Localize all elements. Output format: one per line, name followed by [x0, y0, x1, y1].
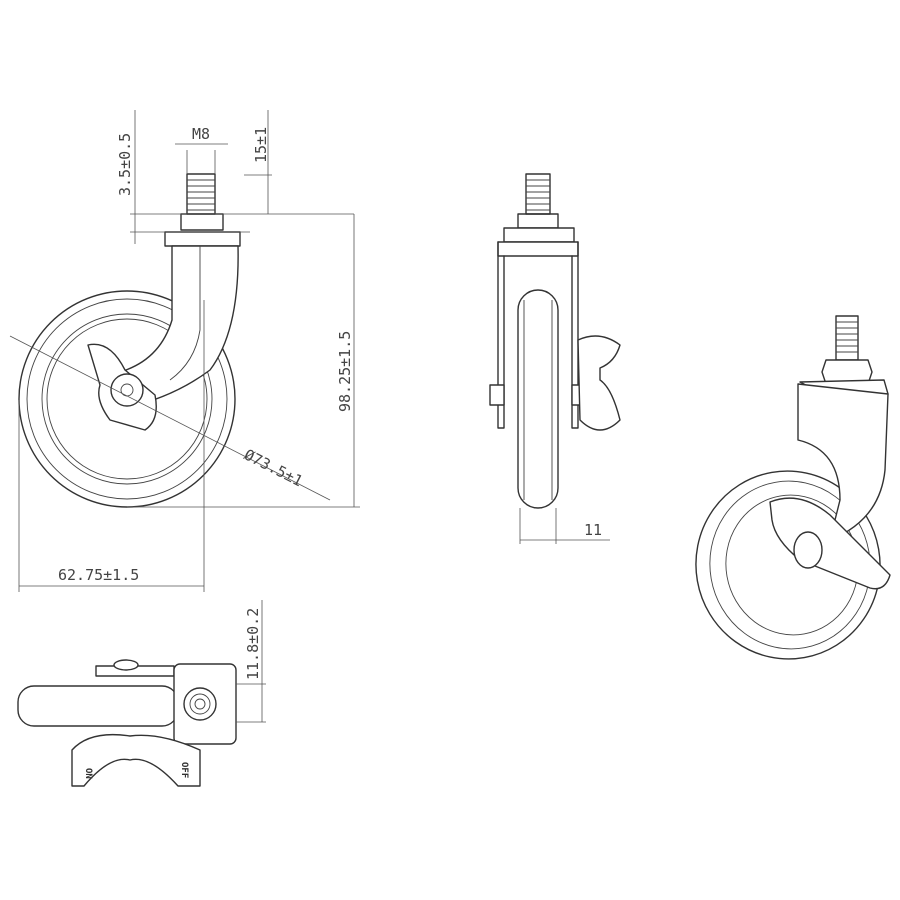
- thread-size-label: M8: [192, 125, 210, 143]
- front-view-dimensions: 11: [519, 508, 610, 544]
- front-brake-lever: [577, 335, 621, 431]
- brake-off-label: OFF: [179, 762, 189, 778]
- side-fork: [114, 245, 239, 411]
- side-wheel-rim-1: [26, 298, 228, 500]
- side-nut: [180, 213, 224, 231]
- front-wheel: [517, 289, 559, 509]
- isometric-view: [695, 315, 891, 660]
- brake-on-label: ON: [83, 768, 93, 779]
- offset-label: 62.75±1.5: [58, 566, 139, 584]
- top-view-dimensions: 11.8±0.2: [236, 600, 266, 723]
- plate-thickness-label: 11.8±0.2: [244, 608, 262, 680]
- wheel-diameter-label: Ø73.5±1: [241, 446, 306, 491]
- front-view: [489, 173, 621, 509]
- iso-wheel-outer: [695, 470, 881, 660]
- front-plate: [503, 227, 575, 243]
- thread-length-label: 15±1: [252, 127, 270, 163]
- nut-height-label: 3.5±0.5: [116, 133, 134, 196]
- side-view: [9, 173, 331, 508]
- iso-thread: [835, 315, 859, 361]
- top-wheel: [17, 685, 179, 727]
- side-wheel-rim-2: [41, 313, 213, 485]
- side-view-dimensions: M8 3.5±0.5 15±1 98.25±1.5 Ø73.5±1 62.75±…: [18, 110, 360, 592]
- iso-brake: [769, 497, 891, 590]
- top-view: ON OFF: [17, 659, 237, 787]
- wheel-width-label: 11: [584, 521, 602, 539]
- total-height-label: 98.25±1.5: [336, 331, 354, 412]
- side-plate: [164, 231, 241, 247]
- top-brake-pedal: [71, 733, 201, 787]
- side-hub: [110, 373, 144, 407]
- front-nut: [517, 213, 559, 229]
- front-fork: [497, 241, 579, 257]
- side-wheel-rim-3: [46, 318, 208, 480]
